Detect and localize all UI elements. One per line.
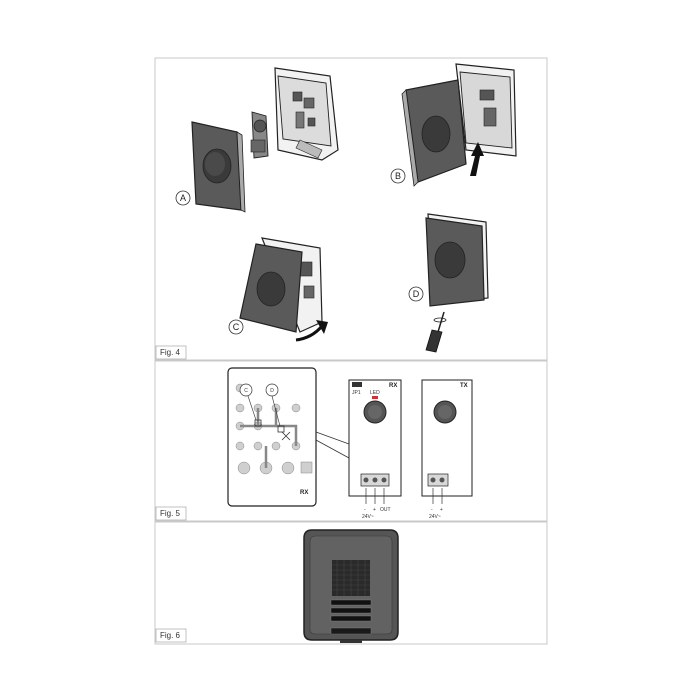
step-d-illustration <box>425 213 489 353</box>
fig5-label-text: Fig. 5 <box>160 509 181 518</box>
leader-lines <box>315 431 350 459</box>
tx-module: TX - + 24V~ <box>421 379 473 520</box>
step-c-illustration <box>239 237 328 342</box>
rx-module: RX JP1 LED - + OUT 24V~ <box>348 379 402 520</box>
board-callout-c-text: C <box>244 388 248 394</box>
label-strip-3 <box>330 615 372 622</box>
label-strip-1 <box>330 599 372 606</box>
led-indicator <box>372 396 378 399</box>
board-callout-d: D <box>265 383 281 427</box>
fig6-panel: Fig. 6 <box>154 521 548 645</box>
rx-terminal-label-1: - <box>364 507 366 513</box>
tx-terminal-label-1: - <box>431 507 433 513</box>
tx-voltage-label: 24V~ <box>429 514 441 520</box>
fig4-label: Fig. 4 <box>155 345 187 360</box>
step-a-illustration <box>191 67 339 213</box>
label-strip-2 <box>330 607 372 614</box>
jp1-jumper <box>352 382 362 387</box>
tx-terminal-label-2: + <box>440 507 443 513</box>
tx-terminal-block <box>427 473 449 487</box>
fig4-panel: A B C <box>154 57 548 361</box>
fig4-label-text: Fig. 4 <box>160 348 181 357</box>
callout-d: D <box>408 286 424 302</box>
fig6-label-text: Fig. 6 <box>160 631 181 640</box>
callout-a-text: A <box>180 193 186 203</box>
board-callout-d-text: D <box>270 388 274 394</box>
callout-a: A <box>175 190 191 206</box>
rx-board-tag: RX <box>300 490 308 496</box>
board-callout-c: C <box>239 383 257 421</box>
rx-module-tag: RX <box>389 383 397 389</box>
device-front-view <box>303 529 399 643</box>
callout-b: B <box>390 168 406 184</box>
jp1-label: JP1 <box>352 390 361 396</box>
rx-board-detail: C D RX <box>227 367 317 507</box>
fig5-panel: C D RX RX JP1 LED <box>154 360 548 522</box>
bottom-clip <box>340 640 362 643</box>
rx-terminal-label-3: OUT <box>380 507 391 513</box>
rx-voltage-label: 24V~ <box>362 514 374 520</box>
rx-terminal-label-2: + <box>373 507 376 513</box>
callout-c: C <box>228 319 244 335</box>
callout-b-text: B <box>395 171 401 181</box>
fig6-label: Fig. 6 <box>155 628 187 643</box>
led-label: LED <box>370 390 380 396</box>
tx-module-tag: TX <box>460 383 468 389</box>
callout-d-text: D <box>413 289 420 299</box>
fig5-label: Fig. 5 <box>155 506 187 521</box>
label-strip-4 <box>330 627 372 635</box>
board-jumper-markers <box>254 419 291 441</box>
rx-terminal-block <box>360 473 390 487</box>
step-b-illustration <box>401 63 517 187</box>
callout-c-text: C <box>233 322 240 332</box>
